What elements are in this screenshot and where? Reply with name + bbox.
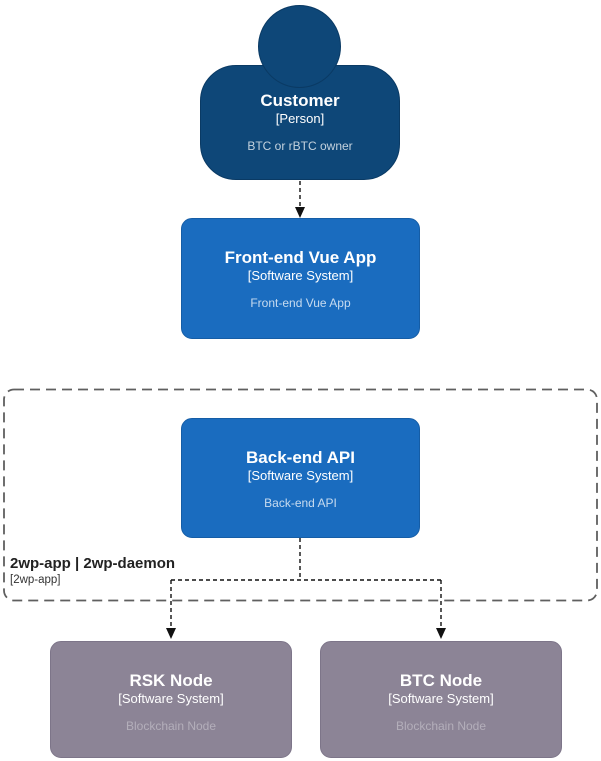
boundary-label: 2wp-app | 2wp-daemon [2wp-app] xyxy=(10,554,175,588)
node-description: Front-end Vue App xyxy=(250,296,351,310)
boundary-title: 2wp-app | 2wp-daemon xyxy=(10,555,176,572)
node-rsk: RSK Node [Software System] Blockchain No… xyxy=(50,641,292,758)
node-title: RSK Node xyxy=(129,671,213,690)
node-subtitle: [Software System] xyxy=(388,691,494,706)
node-description: BTC or rBTC owner xyxy=(247,139,353,153)
node-btc: BTC Node [Software System] Blockchain No… xyxy=(320,641,562,758)
backend-to-nodes-connector xyxy=(170,538,442,628)
node-title: Front-end Vue App xyxy=(224,248,377,267)
node-title: Customer xyxy=(260,91,340,110)
node-subtitle: [Software System] xyxy=(247,268,354,283)
node-title: Back-end API xyxy=(246,448,355,467)
person-head-icon xyxy=(258,5,341,88)
node-subtitle: [Person] xyxy=(275,111,325,126)
arrowhead-frontend xyxy=(295,207,305,218)
boundary-box xyxy=(3,388,598,602)
node-description: Blockchain Node xyxy=(125,719,217,733)
node-subtitle: [Software System] xyxy=(247,468,354,483)
arrowhead-rsk xyxy=(166,628,176,639)
boundary-subtitle: [2wp-app] xyxy=(10,574,61,586)
node-description: Back-end API xyxy=(264,496,337,510)
node-description: Blockchain Node xyxy=(395,719,487,733)
node-backend-api: Back-end API [Software System] Back-end … xyxy=(181,418,420,538)
arrowhead-btc xyxy=(436,628,446,639)
node-frontend-vue-app: Front-end Vue App [Software System] Fron… xyxy=(181,218,420,339)
node-subtitle: [Software System] xyxy=(118,691,224,706)
node-title: BTC Node xyxy=(399,671,483,690)
